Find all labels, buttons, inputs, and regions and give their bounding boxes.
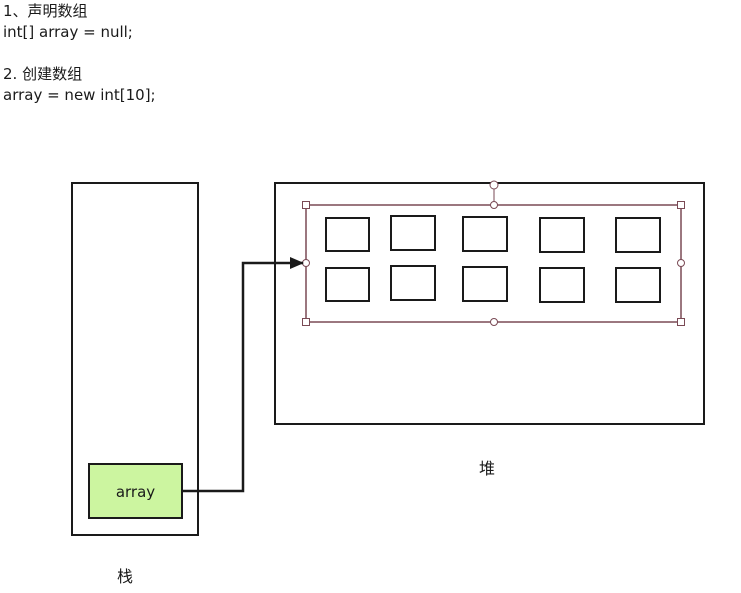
array-cell (462, 216, 508, 252)
stack-box (71, 182, 199, 536)
array-cell (325, 267, 370, 302)
array-cell (539, 267, 585, 303)
array-cell (615, 217, 661, 253)
resize-handle-left[interactable] (302, 259, 310, 267)
array-cell (390, 265, 436, 301)
rotate-handle[interactable] (489, 180, 499, 190)
array-cells (325, 215, 661, 303)
resize-handle-top[interactable] (490, 201, 498, 209)
step2-code: array = new int[10]; (3, 86, 156, 104)
array-variable-label: array (116, 483, 155, 501)
resize-handle-top-left[interactable] (302, 201, 310, 209)
reference-arrow (182, 257, 304, 493)
step1-code: int[] array = null; (3, 23, 133, 41)
resize-handle-right[interactable] (677, 259, 685, 267)
array-cell (615, 267, 661, 303)
array-cell (325, 217, 370, 252)
step2-title: 2. 创建数组 (3, 65, 83, 83)
resize-handle-bottom-right[interactable] (677, 318, 685, 326)
resize-handle-top-right[interactable] (677, 201, 685, 209)
step1-title: 1、声明数组 (3, 2, 88, 20)
resize-handle-bottom-left[interactable] (302, 318, 310, 326)
stack-label: 栈 (117, 567, 133, 586)
code-notes: 1、声明数组 int[] array = null; 2. 创建数组 array… (3, 1, 156, 106)
array-object[interactable] (302, 180, 685, 326)
array-cell (462, 266, 508, 302)
resize-handle-bottom[interactable] (490, 318, 498, 326)
heap-box (274, 182, 705, 425)
array-cell (390, 215, 436, 251)
array-cell (539, 217, 585, 253)
heap-label: 堆 (479, 459, 495, 478)
